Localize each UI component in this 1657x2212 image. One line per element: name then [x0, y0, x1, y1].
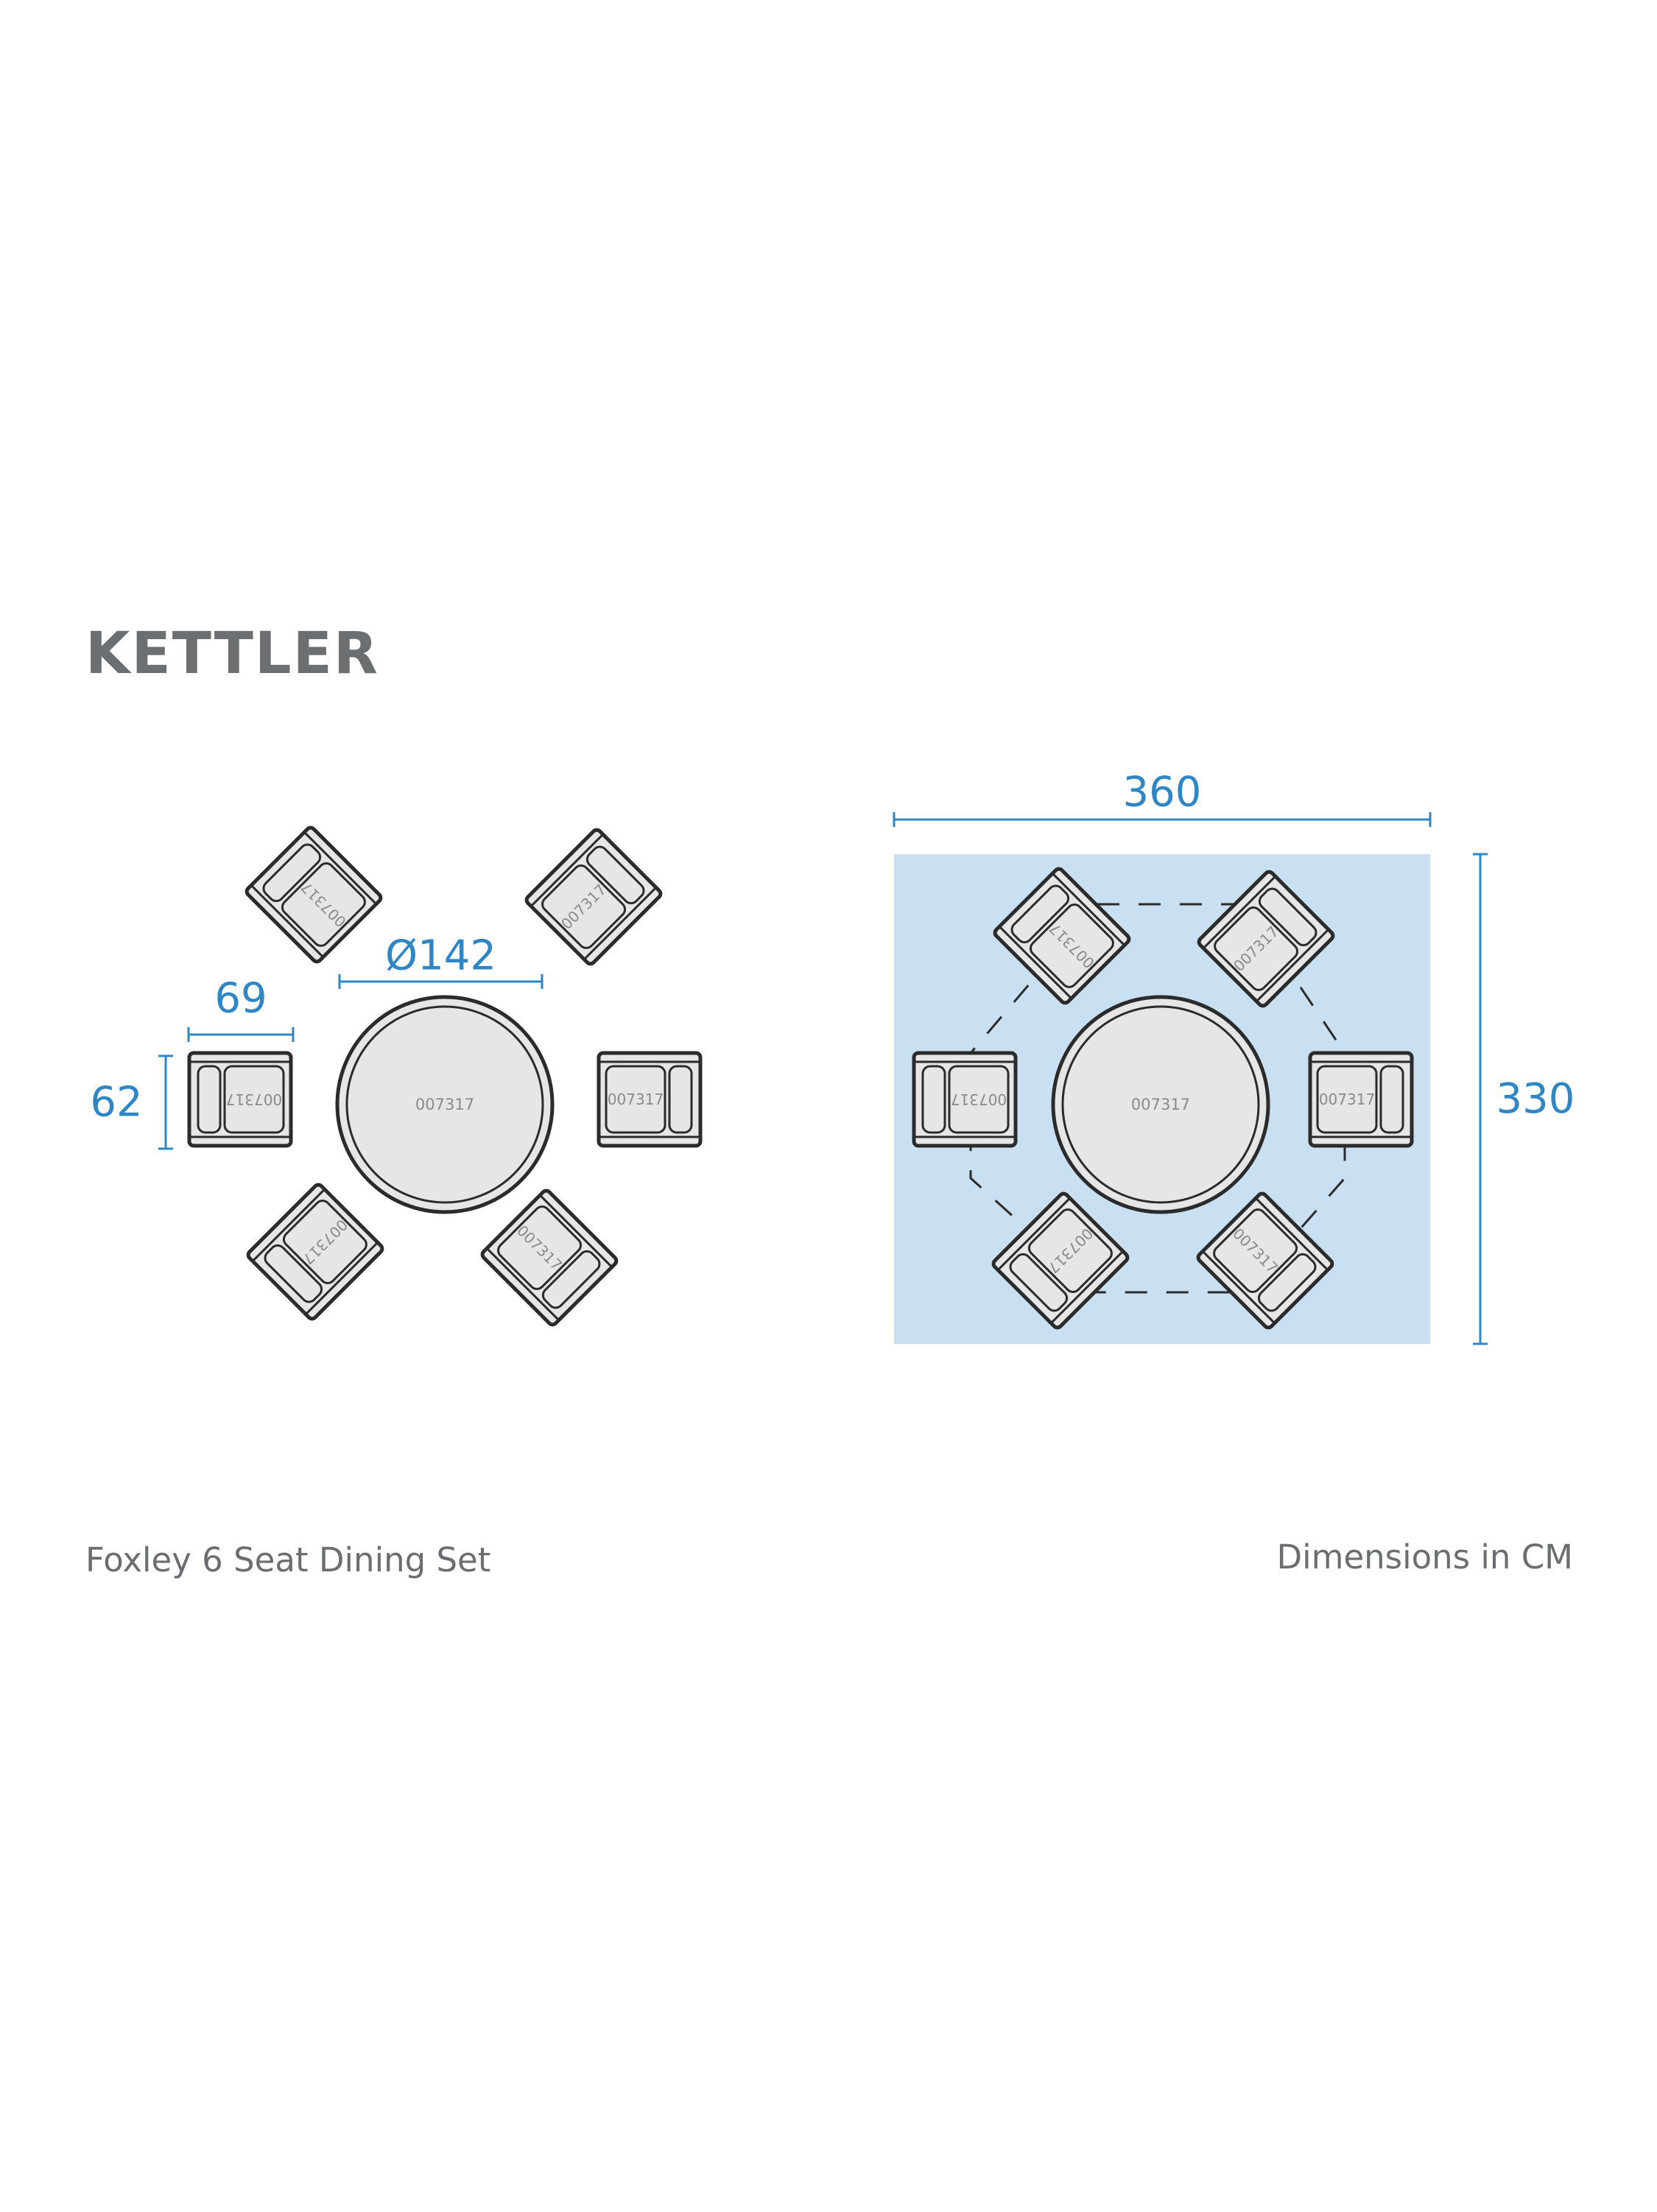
right-arrangement: 007317 007317 007317 007317 007317 007317 0073… [893, 769, 1575, 1345]
left-chair-left: 007317 [187, 1051, 293, 1148]
chair-code-label: 007317 [951, 1091, 1007, 1108]
table-code-label: 007317 [1131, 1096, 1190, 1113]
chair-width-dimension: 69 [187, 975, 295, 1042]
chair-seat-cushion [541, 864, 627, 949]
table-top [345, 1005, 544, 1204]
left-table: 007317 [335, 995, 555, 1214]
chair-seat-cushion [223, 1065, 285, 1134]
chair-back-cushion [262, 843, 322, 903]
chair-seat-cushion [497, 1205, 583, 1291]
chair-width-dimension-label: 69 [214, 975, 267, 1023]
chair-back-cushion [197, 1065, 222, 1134]
chair-depth-dimension-label: 62 [90, 1079, 142, 1127]
left-chair-right: 007317 [597, 1051, 703, 1148]
chair-code-label: 007317 [608, 1091, 664, 1108]
left-chair-top-left: 007317 [244, 825, 383, 964]
chair-back-cushion [264, 1244, 323, 1303]
chair-back-cushion [1010, 884, 1070, 944]
chair-back-cushion [1257, 1253, 1317, 1312]
chair-depth-dimension: 62 [90, 1054, 173, 1150]
right-chair-bottom-right: 007317 [1196, 1191, 1334, 1330]
chair-seat-cushion [605, 1065, 666, 1134]
chair-seat-cushion [1029, 903, 1114, 988]
footprint-width-dimension-label: 360 [1123, 769, 1202, 817]
right-chair-left: 007317 [912, 1051, 1018, 1148]
chair-code-label: 007317 [226, 1091, 282, 1108]
units-note: Dimensions in CM [1276, 1538, 1573, 1577]
right-chair-top-left: 007317 [993, 867, 1131, 1005]
chair-seat-cushion [1214, 906, 1299, 991]
chair-seat-cushion [1316, 1065, 1378, 1134]
product-name: Foxley 6 Seat Dining Set [85, 1540, 491, 1579]
table-diameter-dimension: Ø142 [338, 932, 543, 989]
chair-back-cushion [921, 1065, 946, 1134]
chair-back-cushion [1009, 1253, 1069, 1312]
footprint-width-dimension: 360 [893, 769, 1432, 827]
right-table: 007317 [1051, 995, 1270, 1214]
chair-seat-cushion [1213, 1208, 1298, 1294]
left-chair-top-right: 007317 [524, 828, 663, 966]
brand-logo: KETTLER [85, 621, 379, 687]
chair-back-cushion [668, 1065, 693, 1134]
footprint-depth-dimension: 330 [1473, 853, 1575, 1345]
table-top [1061, 1005, 1260, 1204]
right-chair-bottom-left: 007317 [991, 1191, 1130, 1330]
chair-code-label: 007317 [1319, 1091, 1375, 1108]
left-chair-bottom-left: 007317 [246, 1183, 384, 1321]
chair-back-cushion [541, 1250, 601, 1309]
chair-seat-cushion [1027, 1208, 1113, 1294]
chair-back-cushion [1379, 1065, 1404, 1134]
chair-back-cushion [585, 845, 645, 905]
left-arrangement: 007317 007317 007317 007317 007317 007317 0073… [90, 825, 703, 1327]
table-code-label: 007317 [415, 1096, 474, 1113]
table-diameter-dimension-label: Ø142 [385, 932, 496, 980]
footprint-depth-dimension-label: 330 [1496, 1075, 1575, 1123]
left-chair-bottom-right: 007317 [480, 1188, 619, 1327]
right-chair-right: 007317 [1308, 1051, 1414, 1148]
chair-seat-cushion [281, 862, 366, 947]
chair-back-cushion [1258, 887, 1317, 947]
chair-seat-cushion [282, 1200, 367, 1285]
right-chair-top-right: 007317 [1197, 870, 1335, 1008]
chair-seat-cushion [948, 1065, 1010, 1134]
